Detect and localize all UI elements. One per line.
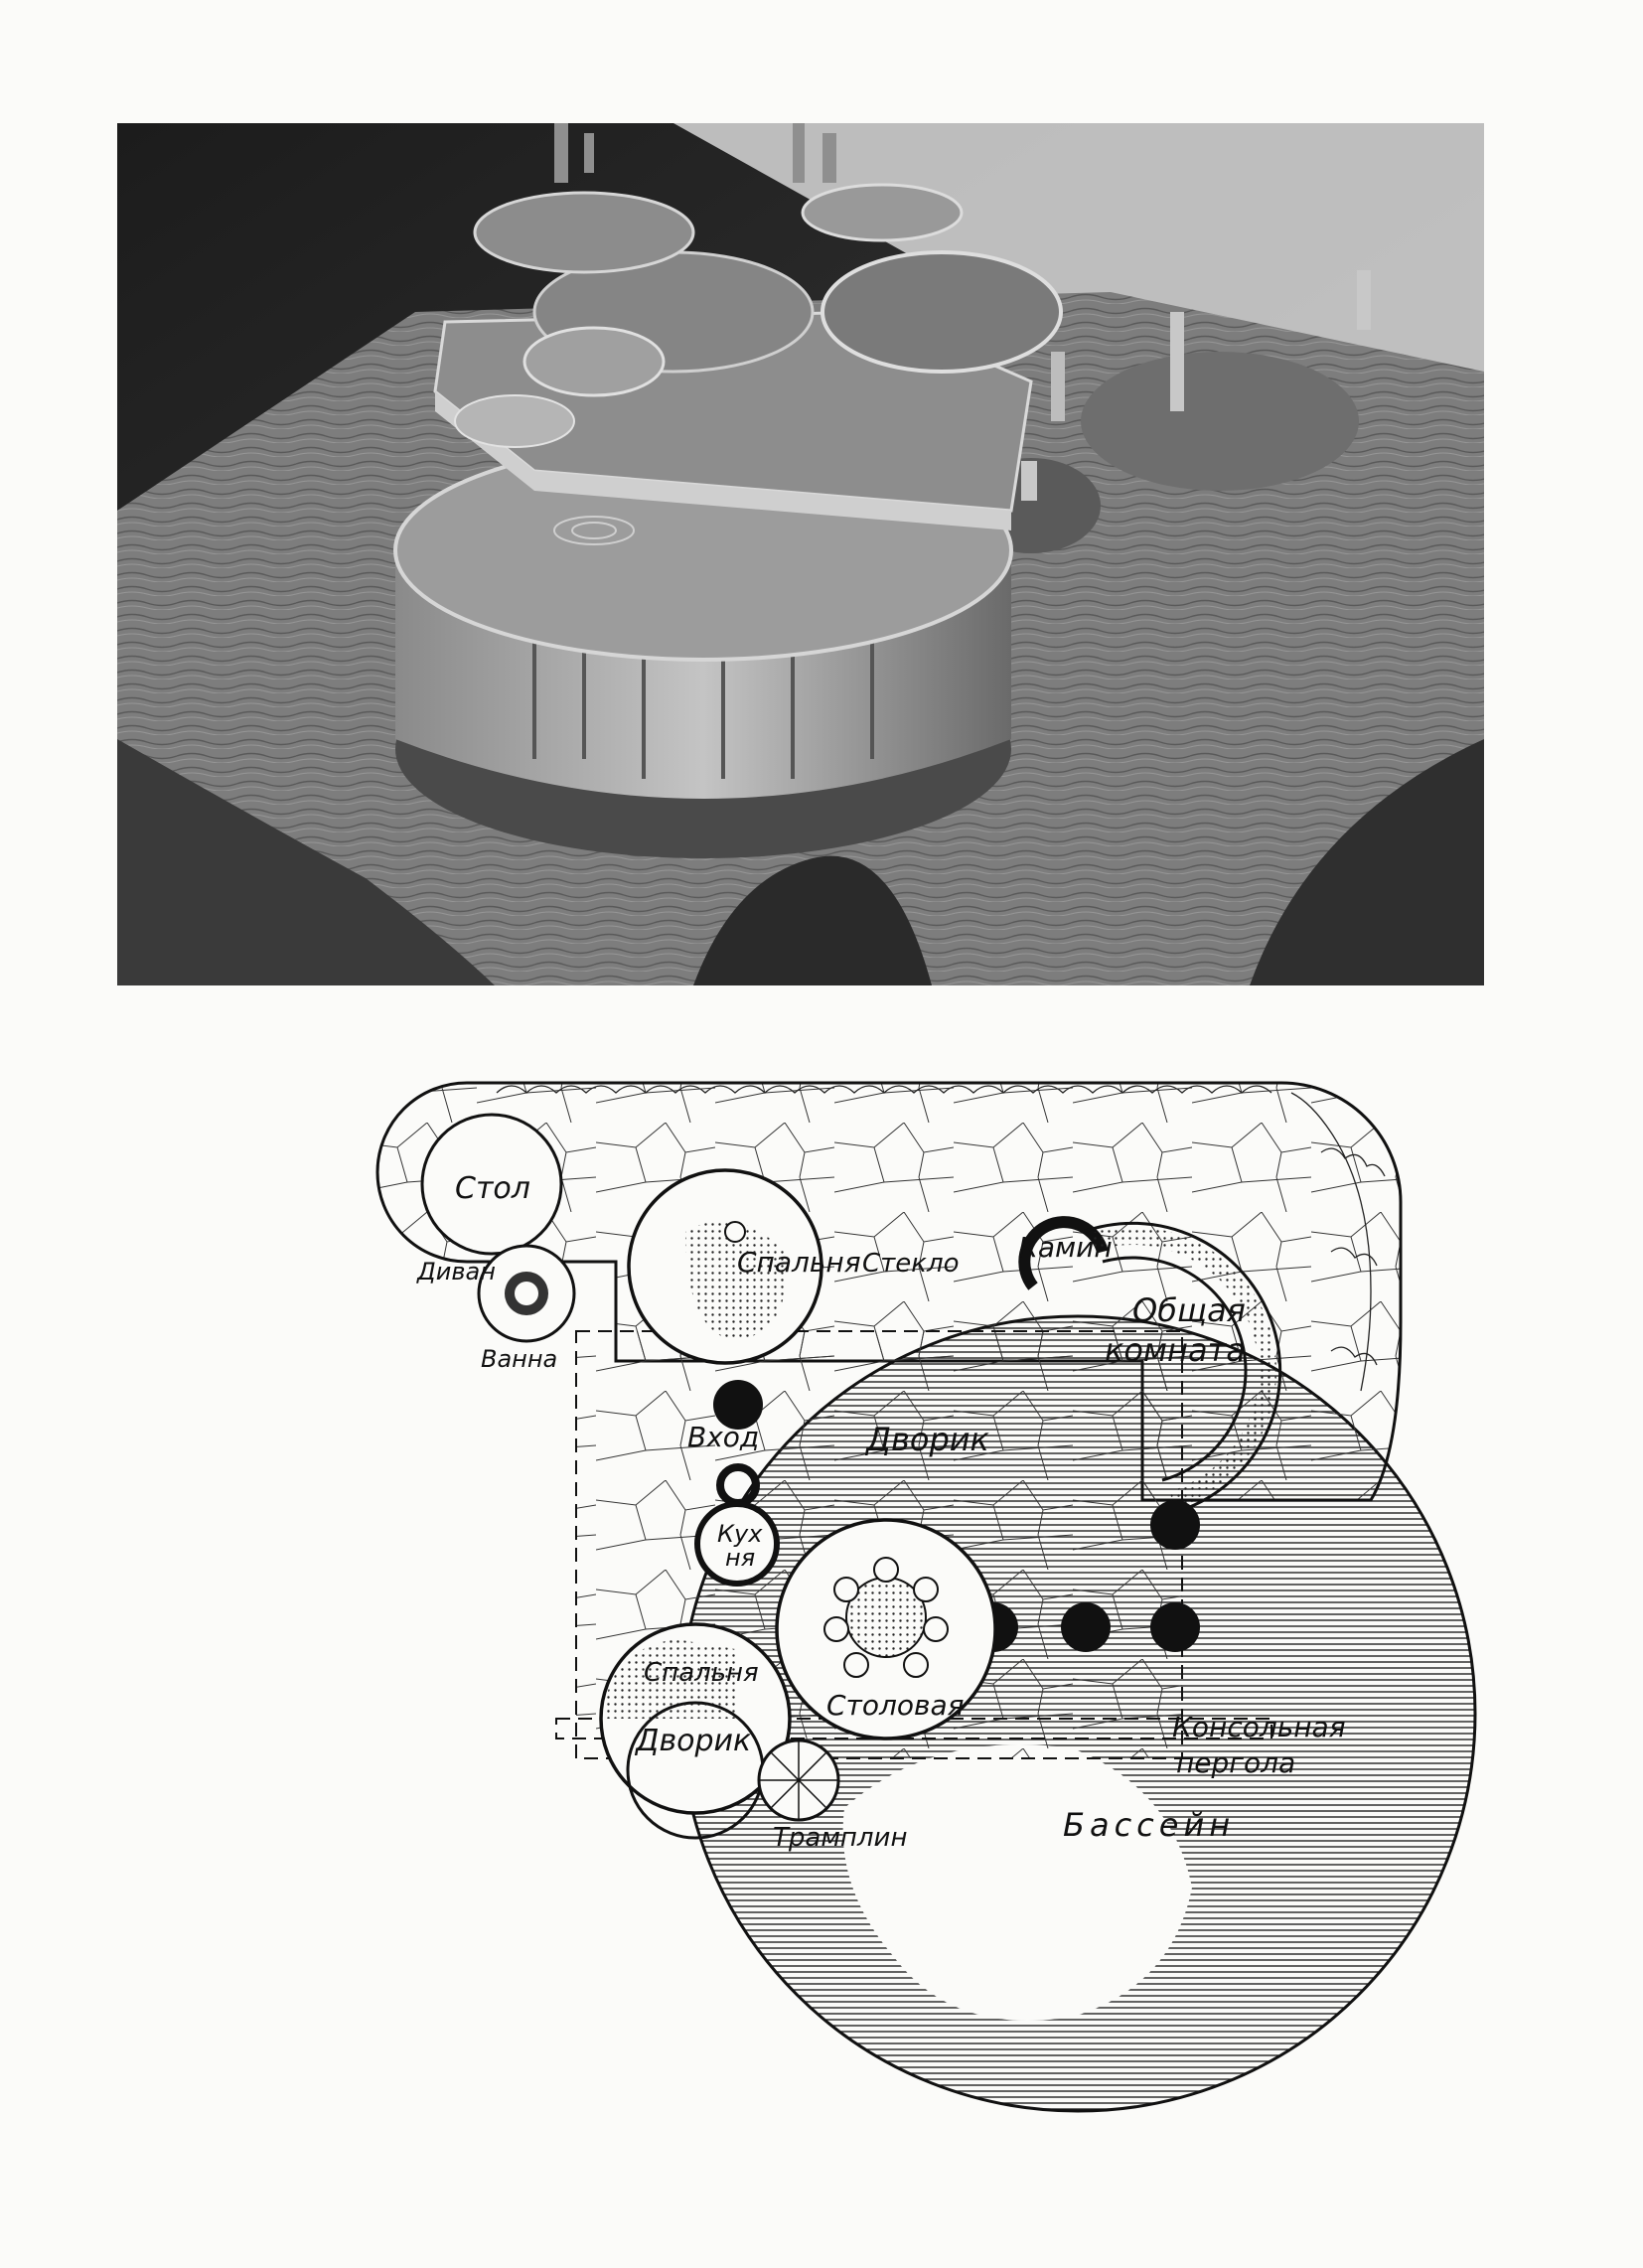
bath-circle <box>477 1244 576 1343</box>
kitchen-circle <box>694 1501 780 1587</box>
label-kitchen-1: Кух <box>717 1520 763 1548</box>
floor-plan: Стол Диван Ванна Спальня Стекло Камин Об… <box>375 1081 1477 2113</box>
label-courtyard-bottom: Дворик <box>634 1724 751 1758</box>
label-living-room-1: Общая <box>1132 1291 1246 1329</box>
living-room <box>1082 1221 1282 1512</box>
label-living-room-2: комната <box>1105 1331 1246 1369</box>
trees-fringe <box>496 1085 1386 1392</box>
label-bedroom-top: Спальня <box>737 1246 861 1279</box>
label-entrance: Вход <box>687 1421 759 1453</box>
table-circle <box>420 1113 563 1256</box>
architectural-model-photo <box>117 123 1484 985</box>
label-glass: Стекло <box>862 1249 960 1279</box>
label-pergola-2: пергола <box>1176 1746 1295 1779</box>
bedroom-bottom <box>599 1622 792 1815</box>
label-diving-board: Трамплин <box>773 1823 907 1853</box>
label-fireplace: Камин <box>1018 1231 1113 1264</box>
label-courtyard-center: Дворик <box>864 1421 990 1458</box>
label-bedroom-bottom: Спальня <box>644 1658 759 1688</box>
label-sofa: Диван <box>416 1258 496 1285</box>
diving-board-circle <box>757 1739 840 1822</box>
label-table: Стол <box>455 1171 530 1206</box>
label-kitchen-2: ня <box>725 1544 755 1572</box>
bedroom-top <box>627 1168 823 1365</box>
dining-room <box>775 1518 997 1740</box>
label-pergola-1: Консольная <box>1172 1711 1346 1743</box>
label-dining: Столовая <box>826 1689 965 1722</box>
label-pool: Бассейн <box>1063 1806 1235 1844</box>
label-bath: Ванна <box>481 1345 557 1373</box>
